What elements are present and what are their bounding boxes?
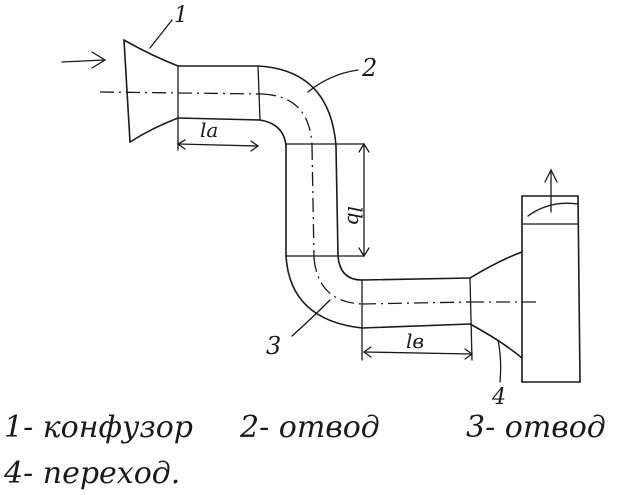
bend-bottom: [285, 255, 363, 337]
outlet-arrow-icon: [544, 168, 558, 213]
legend-item-4: 4- переход.: [4, 456, 181, 491]
bend-top: [257, 65, 359, 147]
label-bend-bottom-number: 3: [266, 332, 281, 360]
straight-section-la: [176, 65, 261, 152]
label-transition-number: 4: [491, 385, 506, 410]
transition: [469, 251, 540, 383]
label-bend-top-number: 2: [361, 54, 377, 82]
label-confusor-number: 1: [174, 3, 188, 28]
dimension-label-la: la: [200, 118, 218, 142]
axis-line-top: [99, 91, 263, 95]
dimension-label-lb: lb: [343, 206, 367, 225]
legend-item-3: 3- отвод: [466, 410, 606, 445]
straight-section-lv: [361, 277, 474, 361]
dimension-label-lv: lв: [406, 329, 424, 353]
outlet-chamber: [521, 195, 581, 383]
vertical-section-lb: [285, 142, 370, 259]
confusor: [123, 19, 179, 143]
legend-item-2: 2- отвод: [240, 410, 380, 445]
legend-item-1: 1- конфузор: [4, 410, 194, 445]
inlet-arrow-icon: [61, 51, 107, 69]
